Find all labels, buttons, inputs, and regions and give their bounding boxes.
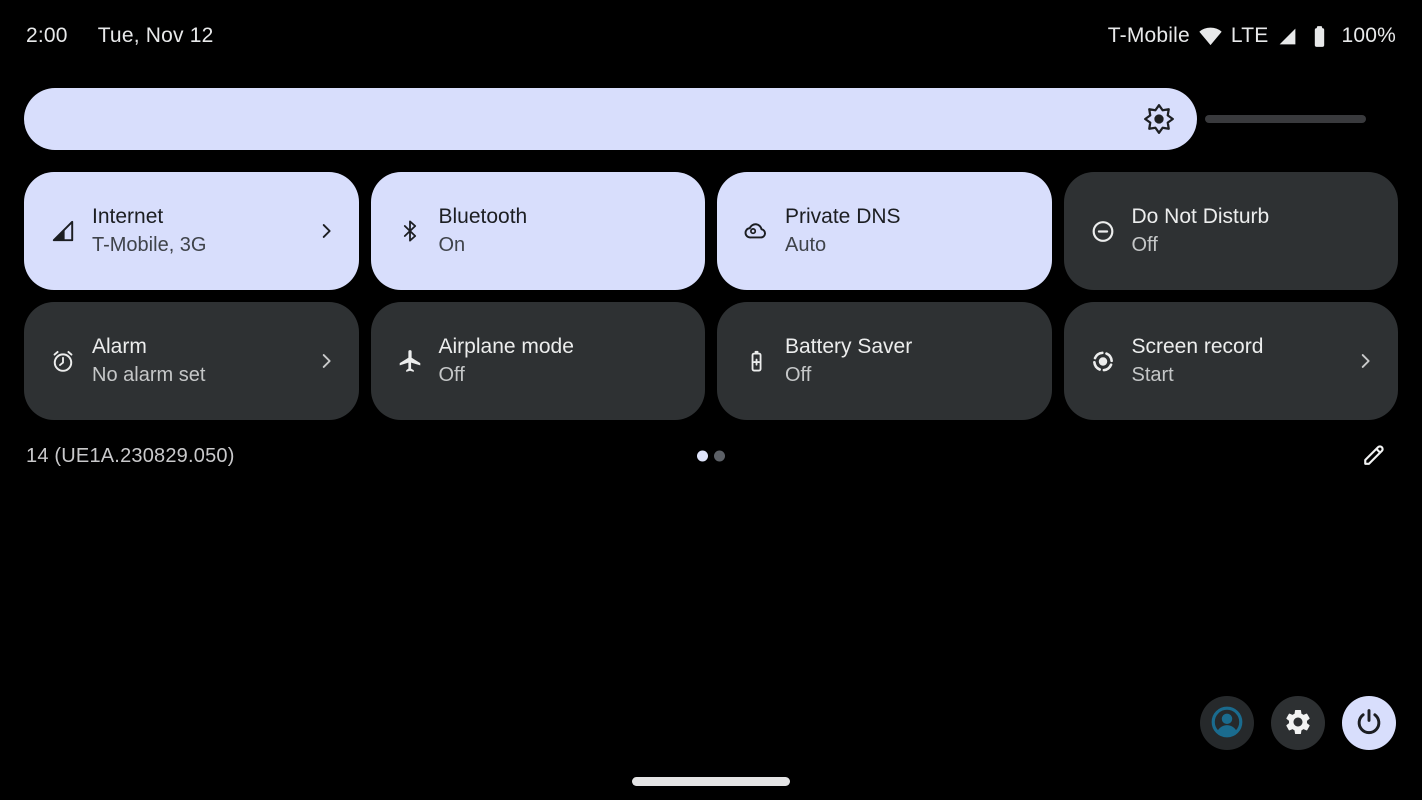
battery-saver-icon <box>743 348 769 374</box>
status-bar: 2:00 Tue, Nov 12 T-Mobile LTE 100% <box>0 0 1422 72</box>
brightness-track[interactable] <box>1204 115 1366 123</box>
tile-subtitle: T-Mobile, 3G <box>92 234 207 256</box>
tile-subtitle: No alarm set <box>92 364 206 386</box>
bluetooth-icon <box>397 218 423 244</box>
pencil-icon <box>1359 440 1389 473</box>
settings-button[interactable] <box>1271 696 1325 750</box>
tile-title: Airplane mode <box>438 335 574 358</box>
network-type-label: LTE <box>1230 24 1269 47</box>
wifi-icon <box>1199 25 1222 48</box>
tile-screen-record[interactable]: Screen record Start <box>1063 302 1398 420</box>
tile-text: Screen record Start <box>1132 333 1264 389</box>
tile-title: Do Not Disturb <box>1131 205 1270 228</box>
cellular-signal-icon <box>1277 26 1298 47</box>
build-version-label: 14 (UE1A.230829.050) <box>26 444 235 467</box>
battery-icon <box>1307 24 1332 49</box>
tile-alarm[interactable]: Alarm No alarm set <box>24 302 359 420</box>
power-button[interactable] <box>1342 696 1396 750</box>
tile-title: Bluetooth <box>438 205 528 228</box>
status-bar-left: 2:00 Tue, Nov 12 <box>26 24 214 48</box>
tile-text: Internet T-Mobile, 3G <box>92 203 206 259</box>
tile-title: Internet <box>92 205 164 228</box>
gesture-navigation-handle[interactable] <box>632 777 790 786</box>
tile-subtitle: On <box>438 234 466 256</box>
tile-title: Battery Saver <box>785 335 913 358</box>
tile-title: Alarm <box>92 335 147 358</box>
tile-bluetooth[interactable]: Bluetooth On <box>370 172 705 290</box>
tile-subtitle: Off <box>785 364 812 386</box>
carrier-label: T-Mobile <box>1107 24 1190 47</box>
tile-text: Bluetooth On <box>439 203 528 259</box>
power-icon <box>1353 706 1385 741</box>
tile-airplane-mode[interactable]: Airplane mode Off <box>370 302 705 420</box>
do-not-disturb-icon <box>1090 218 1116 244</box>
tile-subtitle: Off <box>1131 234 1158 256</box>
shade-footer: 14 (UE1A.230829.050) <box>26 432 1396 480</box>
tile-title: Private DNS <box>785 205 901 228</box>
tile-title: Screen record <box>1131 335 1264 358</box>
chevron-right-icon <box>1354 350 1376 372</box>
settings-gear-icon <box>1283 707 1313 740</box>
tile-text: Battery Saver Off <box>785 333 912 389</box>
cloud-key-icon <box>743 218 769 244</box>
chevron-right-icon <box>315 220 337 242</box>
clock-date: Tue, Nov 12 <box>97 24 214 47</box>
battery-percent-label: 100% <box>1341 24 1396 47</box>
tile-text: Private DNS Auto <box>785 203 901 259</box>
brightness-icon <box>1141 101 1177 137</box>
cellular-signal-icon <box>50 218 76 244</box>
tile-text: Alarm No alarm set <box>92 333 205 389</box>
screen-record-icon <box>1090 348 1116 374</box>
airplane-icon <box>397 348 423 374</box>
tile-internet[interactable]: Internet T-Mobile, 3G <box>24 172 359 290</box>
quick-settings-grid: Internet T-Mobile, 3G Bluetooth On Priva… <box>24 172 1398 420</box>
user-avatar-icon <box>1208 703 1246 744</box>
chevron-right-icon <box>315 350 337 372</box>
page-dot-inactive <box>714 450 725 462</box>
tile-subtitle: Off <box>438 364 465 386</box>
shade-quick-actions <box>1200 696 1396 750</box>
tile-text: Airplane mode Off <box>439 333 574 389</box>
tile-battery-saver[interactable]: Battery Saver Off <box>717 302 1052 420</box>
edit-tiles-button[interactable] <box>1352 434 1396 478</box>
brightness-fill[interactable] <box>24 88 1197 150</box>
status-bar-right: T-Mobile LTE 100% <box>1108 24 1396 49</box>
alarm-clock-icon <box>50 348 76 374</box>
tile-subtitle: Start <box>1131 364 1174 386</box>
user-switcher-button[interactable] <box>1200 696 1254 750</box>
clock-time: 2:00 <box>26 24 68 47</box>
page-dot-active <box>697 450 708 462</box>
tile-text: Do Not Disturb Off <box>1132 203 1270 259</box>
tile-subtitle: Auto <box>785 234 827 256</box>
brightness-slider[interactable] <box>24 88 1366 150</box>
page-indicator <box>697 450 725 462</box>
tile-private-dns[interactable]: Private DNS Auto <box>717 172 1052 290</box>
tile-do-not-disturb[interactable]: Do Not Disturb Off <box>1063 172 1398 290</box>
